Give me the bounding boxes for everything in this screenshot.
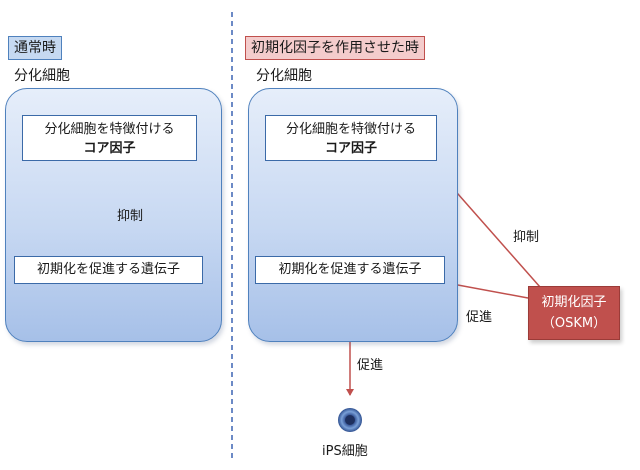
ips-cell-label: iPS細胞 [322,444,368,459]
right-promote-label: 促進 [466,310,493,325]
left-core-factor-box: 分化細胞を特徴付ける コア因子 [22,115,197,161]
factor-inhibit-line [442,176,541,288]
factor-line1: 初期化因子 [541,295,607,310]
left-inhibit-label: 抑制 [117,209,144,224]
normal-state-tag: 通常時 [8,36,62,60]
promote-down-label: 促進 [357,358,384,373]
reprogramming-state-tag: 初期化因子を作用させた時 [245,36,425,60]
left-core-line2: コア因子 [83,141,136,156]
ips-cell-nucleus [345,415,355,425]
left-cell-label: 分化細胞 [14,68,70,84]
right-inhibit-label: 抑制 [513,230,540,245]
left-init-gene-box: 初期化を促進する遺伝子 [14,256,203,284]
factor-line2: （OSKM） [541,316,607,331]
reprogramming-factor-box: 初期化因子 （OSKM） [528,286,620,340]
right-core-line2: コア因子 [324,141,377,156]
left-core-line1: 分化細胞を特徴付ける [44,122,175,137]
factor-promote-arrow [446,280,529,299]
right-cell-label: 分化細胞 [256,68,312,84]
right-core-factor-box: 分化細胞を特徴付ける コア因子 [265,115,437,161]
right-core-line1: 分化細胞を特徴付ける [285,122,416,137]
right-init-gene-box: 初期化を促進する遺伝子 [255,256,445,284]
